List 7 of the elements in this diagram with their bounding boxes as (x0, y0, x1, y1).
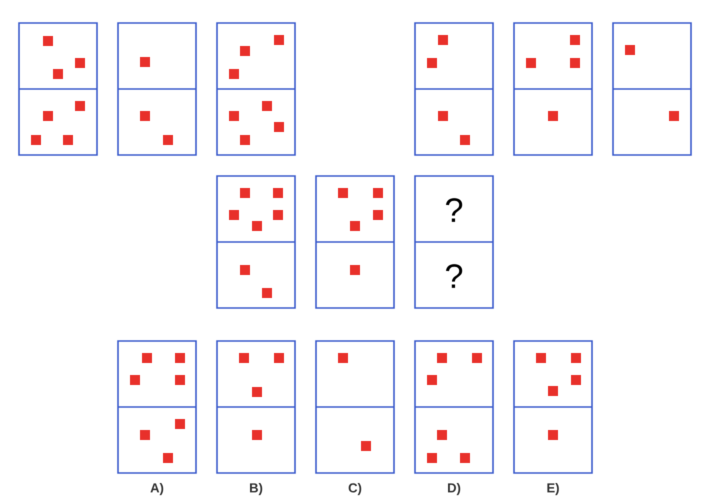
question-mark: ? (446, 264, 462, 288)
question-mark: ? (446, 198, 462, 222)
option-label: D) (448, 482, 460, 496)
option-label: C) (348, 482, 362, 496)
option-label: E) (547, 482, 559, 496)
option-label: A) (150, 482, 164, 496)
option-label: B) (250, 482, 262, 496)
